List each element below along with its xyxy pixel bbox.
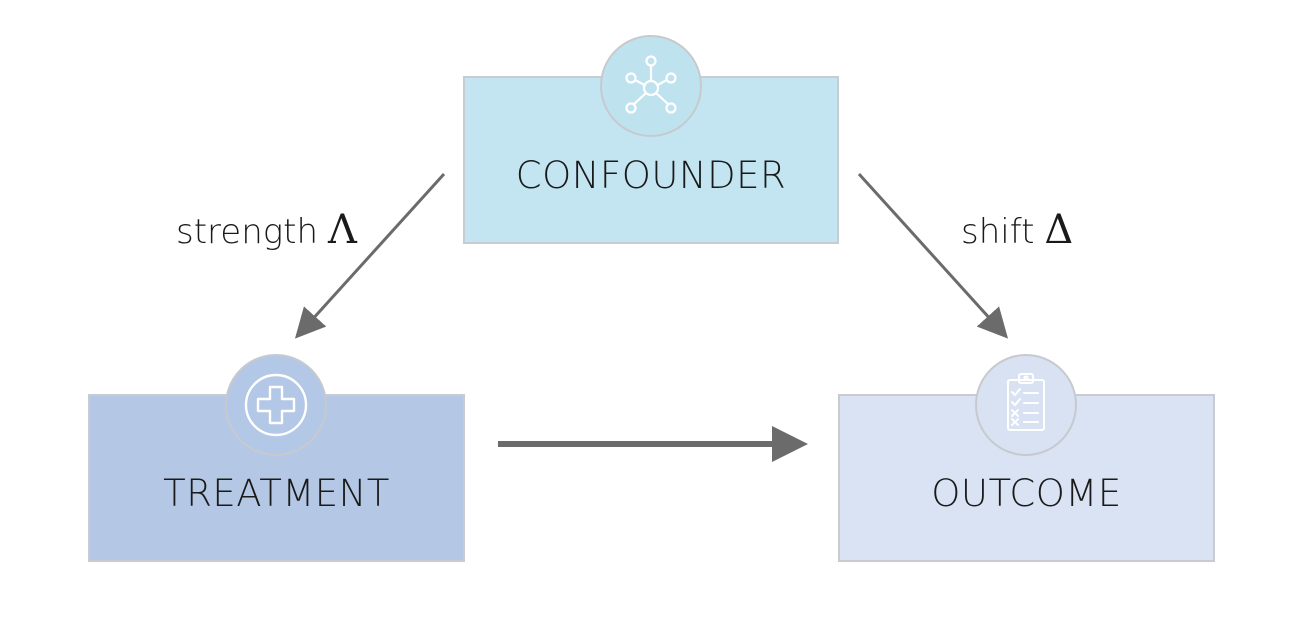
outcome-badge (975, 354, 1077, 456)
medical-cross-icon (244, 373, 308, 437)
treatment-badge (225, 354, 327, 456)
confounder-label: CONFOUNDER (515, 154, 787, 197)
lambda-symbol: Λ (328, 207, 357, 253)
outcome-label: OUTCOME (931, 472, 1122, 515)
strength-label-text: strength (176, 212, 319, 252)
delta-symbol: Δ (1044, 207, 1074, 253)
shift-label-text: shift (961, 212, 1035, 252)
edge-confounder-to-outcome (857, 172, 1009, 339)
edge-confounder-to-treatment (294, 172, 446, 339)
clipboard-checklist-icon (1007, 373, 1045, 431)
confounder-badge (600, 35, 702, 137)
treatment-label: TREATMENT (163, 472, 390, 515)
network-hub-icon (625, 55, 677, 114)
